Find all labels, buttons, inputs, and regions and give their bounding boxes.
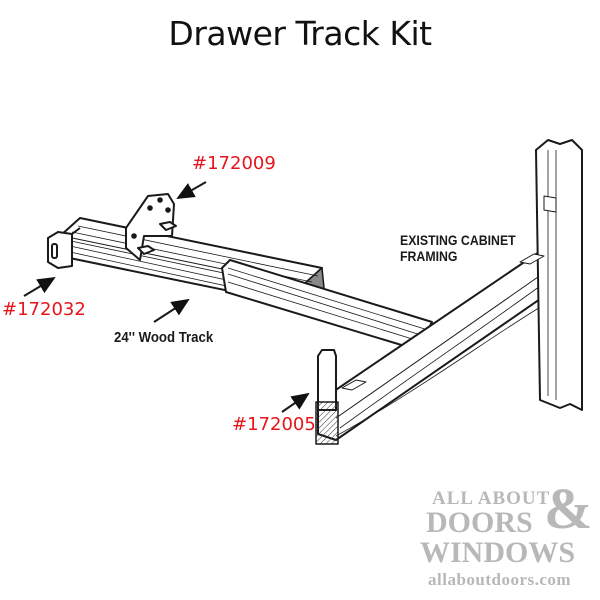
front-guide-172005 <box>317 349 337 411</box>
part-label-172005: #172005 <box>232 414 316 435</box>
part-label-172032: #172032 <box>2 299 86 320</box>
watermark-url: allaboutdoors.com <box>428 570 572 589</box>
watermark-line3: WINDOWS <box>420 536 576 569</box>
arrow-172009 <box>176 181 207 199</box>
cabinet-framing-callout: EXISTING CABINET FRAMING <box>400 232 516 264</box>
front-clip-172032 <box>47 227 81 269</box>
wood-track-callout: 24'' Wood Track <box>114 329 214 346</box>
cabinet-framing <box>315 139 583 445</box>
cabinet-callout-line2: FRAMING <box>400 248 458 264</box>
long-wood-track <box>221 259 433 351</box>
arrow-172005 <box>281 392 310 413</box>
watermark-line2: DOORS <box>426 506 533 539</box>
arrow-wood-track <box>153 298 190 323</box>
arrow-172032 <box>23 276 56 297</box>
rear-bracket-172009 <box>125 193 177 261</box>
watermark-ampersand: & <box>544 476 593 541</box>
watermark-line1: ALL ABOUT <box>432 488 551 509</box>
part-label-172009: #172009 <box>192 153 276 174</box>
page-title: Drawer Track Kit <box>168 14 432 53</box>
cabinet-callout-line1: EXISTING CABINET <box>400 232 516 248</box>
